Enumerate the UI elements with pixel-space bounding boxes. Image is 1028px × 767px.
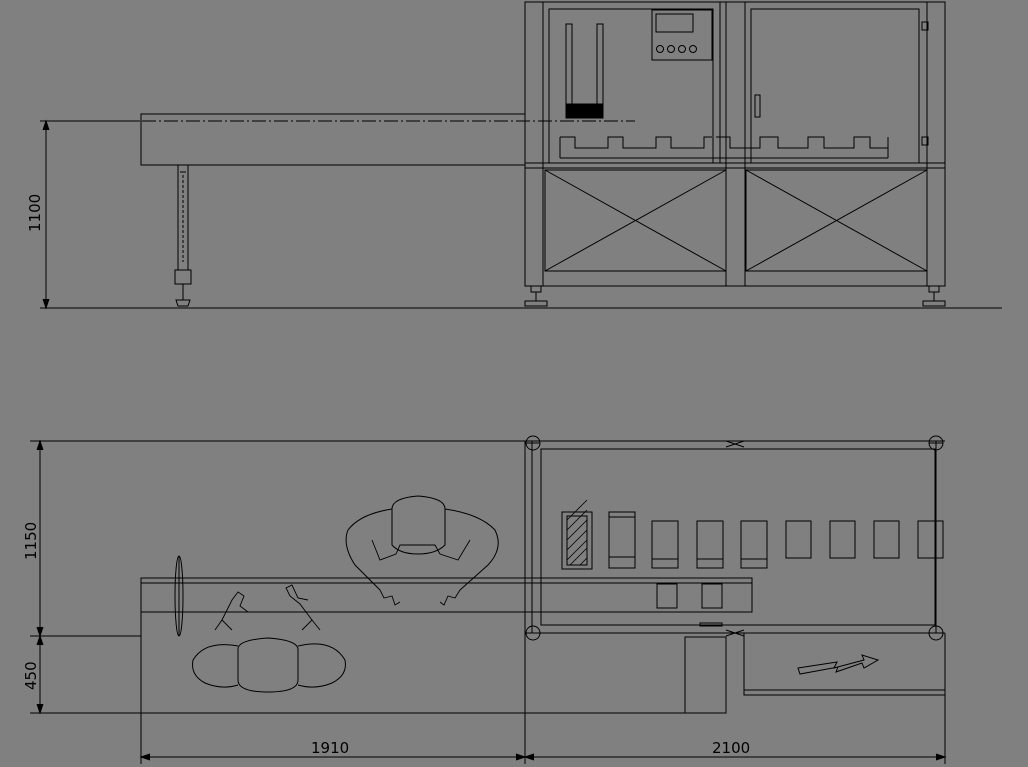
infeed-conveyor-plan: [140, 555, 753, 637]
length-infeed-label: 1910: [311, 739, 349, 757]
operator-figure: [192, 584, 346, 693]
stack-magazine: [565, 23, 604, 119]
caster: [525, 435, 944, 641]
carton-row: [561, 499, 944, 570]
depth-operator-label: 450: [22, 661, 40, 690]
left-door: [548, 8, 714, 164]
operator-figure: [345, 495, 499, 606]
control-panel: [651, 9, 713, 61]
top-plan-view: 1150 450 1910 2100: [22, 435, 947, 764]
carton: [608, 511, 944, 569]
product-slot: [701, 583, 723, 609]
carton-loading: [561, 499, 593, 570]
plan-dimensions: [30, 439, 947, 764]
height-label: 1100: [26, 194, 44, 232]
product-slot: [656, 583, 678, 609]
depth-machine-label: 1150: [22, 522, 40, 560]
height-dimension: 1100: [26, 119, 140, 310]
right-door: [750, 8, 920, 164]
length-machine-label: 2100: [712, 739, 750, 757]
infeed-conveyor-side: [120, 113, 635, 307]
bucket-chain: [559, 136, 889, 159]
machine-cabinet-side: [524, 1, 946, 307]
machine-frame-plan: [525, 435, 945, 641]
foot-pad: [524, 285, 946, 307]
lower-frame: [544, 169, 928, 272]
side-elevation-view: 1100: [26, 1, 1002, 310]
flow-arrow-icon: [797, 654, 880, 675]
door-handle: [754, 94, 761, 118]
discharge-chute: [684, 633, 945, 714]
